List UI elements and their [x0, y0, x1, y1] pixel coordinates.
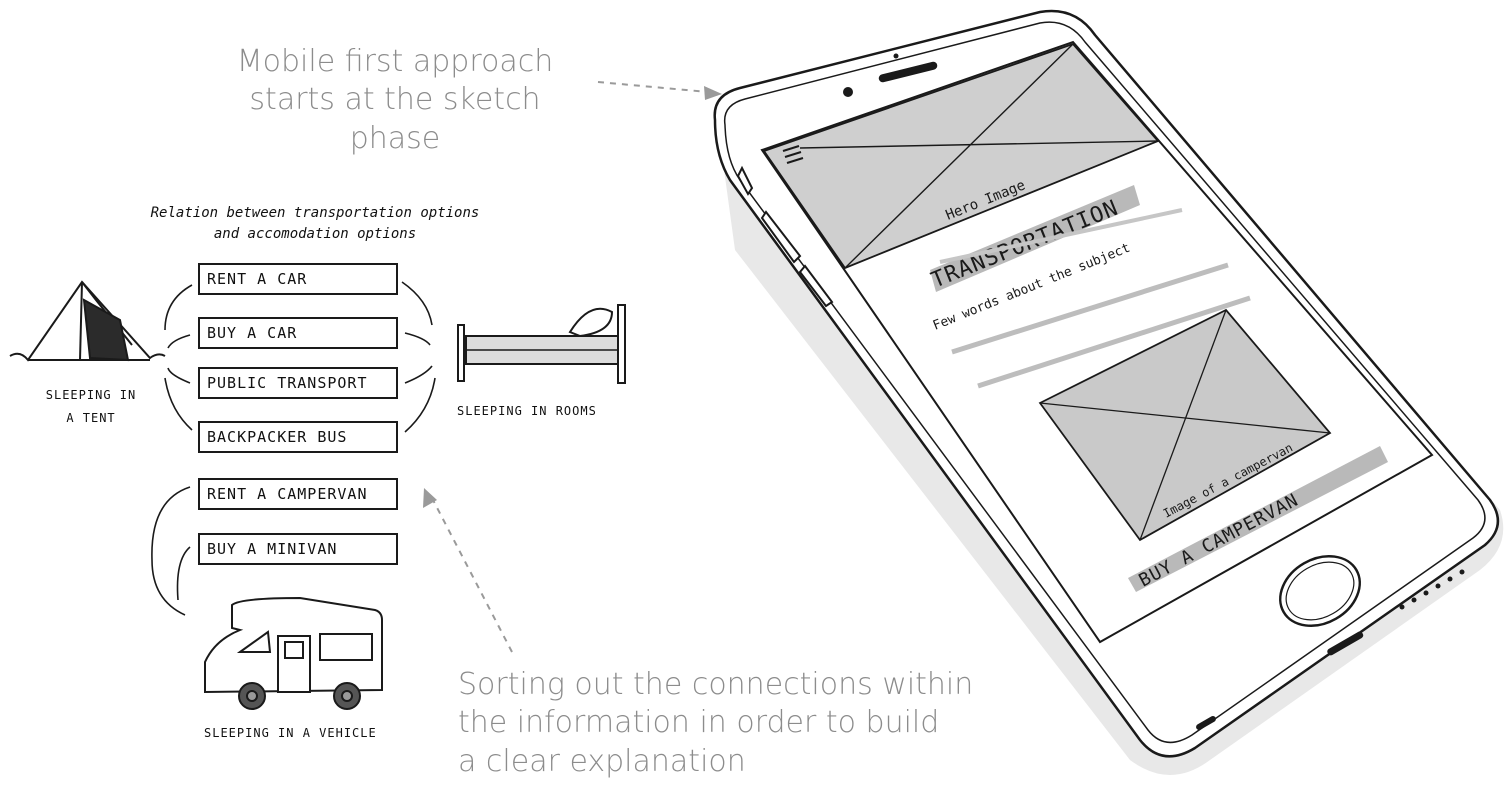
- vehicle-label: SLEEPING IN A VEHICLE: [204, 726, 377, 740]
- sorting-caption: Sorting out the connections within the i…: [458, 666, 978, 781]
- mobile-first-caption-line1: Mobile first approach: [236, 44, 554, 79]
- arrow-head-top-icon: [704, 86, 722, 100]
- rooms-label: SLEEPING IN ROOMS: [457, 404, 597, 418]
- sorting-caption-line2: the information in order to build: [458, 705, 940, 741]
- dashed-arrows: [431, 81, 709, 653]
- connection-arcs: [151, 281, 436, 616]
- tent-label-line2: A TENT: [66, 410, 116, 425]
- sensor-icon: [893, 53, 899, 59]
- sorting-caption-line3: a clear explanation: [458, 743, 746, 779]
- camera-icon: [843, 87, 853, 97]
- relation-heading-line2: and accomodation options: [213, 226, 417, 242]
- campervan-icon: [204, 596, 383, 710]
- relation-heading-line1: Relation between transportation options: [150, 205, 480, 221]
- option-rent-a-car: RENT A CAR: [198, 263, 398, 295]
- tent-icon: [9, 280, 166, 362]
- hero-image-cross: [799, 43, 1159, 269]
- mobile-first-caption-line2: starts at the sketch phase: [249, 82, 541, 156]
- bottom-speaker-icon: [1196, 569, 1465, 730]
- option-backpacker-bus: BACKPACKER BUS: [198, 421, 398, 453]
- sorting-caption-line1: Sorting out the connections within: [458, 667, 974, 702]
- phone-side-buttons: [736, 165, 834, 308]
- mobile-first-caption: Mobile first approach starts at the sket…: [205, 43, 585, 158]
- campervan-image-cross: [1039, 309, 1331, 541]
- relation-heading: Relation between transportation options …: [140, 203, 490, 245]
- option-public-transport: PUBLIC TRANSPORT: [198, 367, 398, 399]
- tent-label-line1: SLEEPING IN: [45, 388, 137, 402]
- option-buy-a-minivan: BUY A MINIVAN: [198, 533, 398, 565]
- menu-icon: [782, 145, 804, 164]
- option-buy-a-car: BUY A CAR: [198, 317, 398, 349]
- title-underline: [939, 208, 1183, 264]
- option-rent-a-campervan: RENT A CAMPERVAN: [198, 478, 398, 510]
- tent-label: SLEEPING IN A TENT: [36, 384, 146, 430]
- arrow-head-bottom-icon: [423, 488, 437, 508]
- cta-highlight: [1128, 446, 1388, 592]
- title-highlight: [930, 185, 1140, 292]
- speaker-icon: [878, 61, 938, 83]
- text-lines-placeholder: [951, 262, 1251, 389]
- bed-icon: [457, 304, 626, 384]
